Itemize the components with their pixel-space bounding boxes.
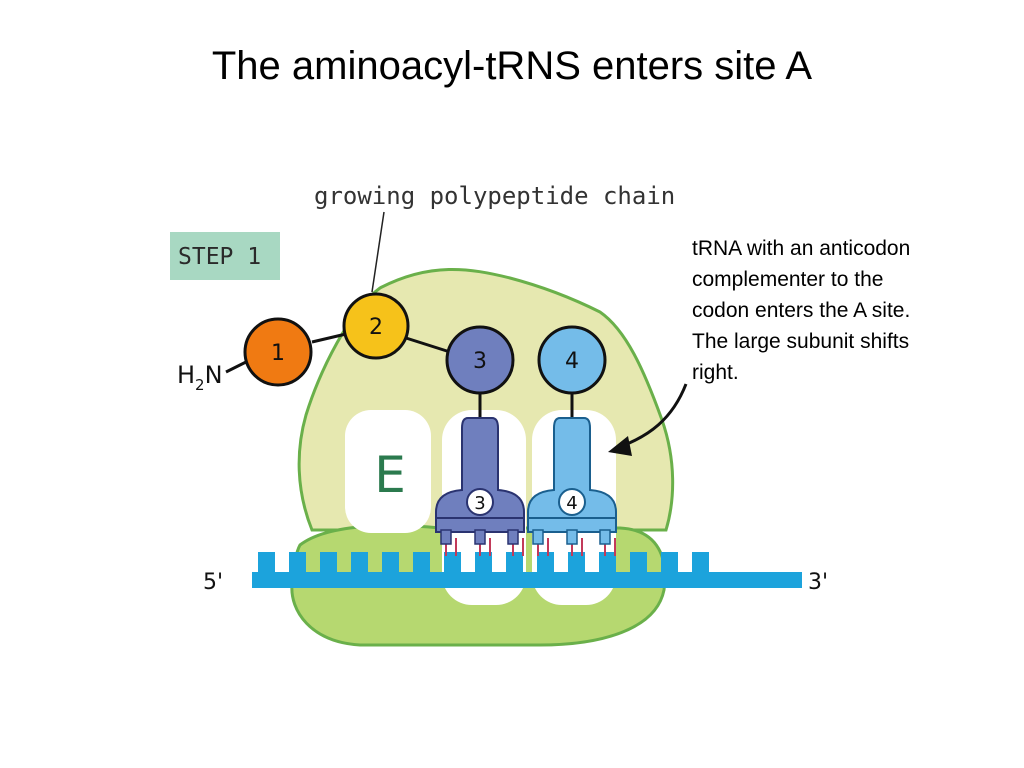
anticodon-label-3: 3	[474, 493, 485, 514]
trna-p-site: 3	[435, 375, 525, 545]
mrna-backbone	[252, 572, 802, 588]
entry-arrow	[621, 383, 688, 448]
amino-acid-2	[342, 292, 410, 360]
mrna-tooth	[568, 552, 585, 574]
bond-2-3	[405, 336, 451, 354]
mrna-tooth	[320, 552, 337, 574]
amino-terminus-label: H2N	[177, 361, 223, 394]
mrna-tooth	[692, 552, 709, 574]
mrna-tooth	[289, 552, 306, 574]
caption-line: complementer to the	[692, 268, 884, 291]
mrna-3-prime-label: 3'	[808, 570, 828, 595]
slide-title: The aminoacyl-tRNS enters site A	[211, 44, 813, 88]
amino-acid-label-4: 4	[565, 349, 579, 374]
amino-acid-1	[243, 317, 313, 387]
step-box	[170, 232, 280, 280]
caption-line: codon enters the A site.	[692, 299, 911, 322]
caption: tRNA with an anticodon complementer to t…	[692, 233, 992, 388]
mrna-tooth	[444, 552, 461, 574]
amino-acid-label-1: 1	[271, 341, 285, 366]
amino-acid-3	[445, 325, 515, 395]
amino-acid-4	[537, 325, 607, 395]
mrna-tooth	[351, 552, 368, 574]
mrna-tooth	[413, 552, 430, 574]
anticodon-label-4: 4	[566, 493, 577, 514]
mrna-tooth	[506, 552, 523, 574]
mrna-tooth	[661, 552, 678, 574]
mrna-5-prime-label: 5'	[203, 570, 223, 595]
mrna-tooth	[537, 552, 554, 574]
polypeptide-chain-label: growing polypeptide chain	[314, 182, 675, 210]
caption-line: The large subunit shifts	[692, 330, 910, 353]
caption-line: tRNA with an anticodon	[692, 237, 911, 260]
amino-acid-label-3: 3	[473, 349, 487, 374]
mrna-tooth	[475, 552, 492, 574]
step-label: STEP 1	[178, 244, 261, 270]
mrna-tooth	[382, 552, 399, 574]
trna-a-site: 4	[527, 375, 617, 545]
e-site	[345, 410, 431, 533]
polypeptide-pointer-line	[371, 211, 385, 293]
e-site-label: E	[374, 446, 406, 504]
mrna-tooth	[630, 552, 647, 574]
caption-line: right.	[692, 361, 739, 384]
anticodon-circle-3	[466, 488, 494, 516]
mrna-tooth	[258, 552, 275, 574]
entry-arrowhead	[608, 436, 632, 456]
mrna-tooth	[599, 552, 616, 574]
mrna-teeth	[258, 552, 709, 574]
amino-acid-label-2: 2	[369, 315, 383, 340]
anticodon-circle-4	[558, 488, 586, 516]
bond-1-2	[311, 332, 347, 344]
bond-h2n-1	[225, 360, 247, 374]
